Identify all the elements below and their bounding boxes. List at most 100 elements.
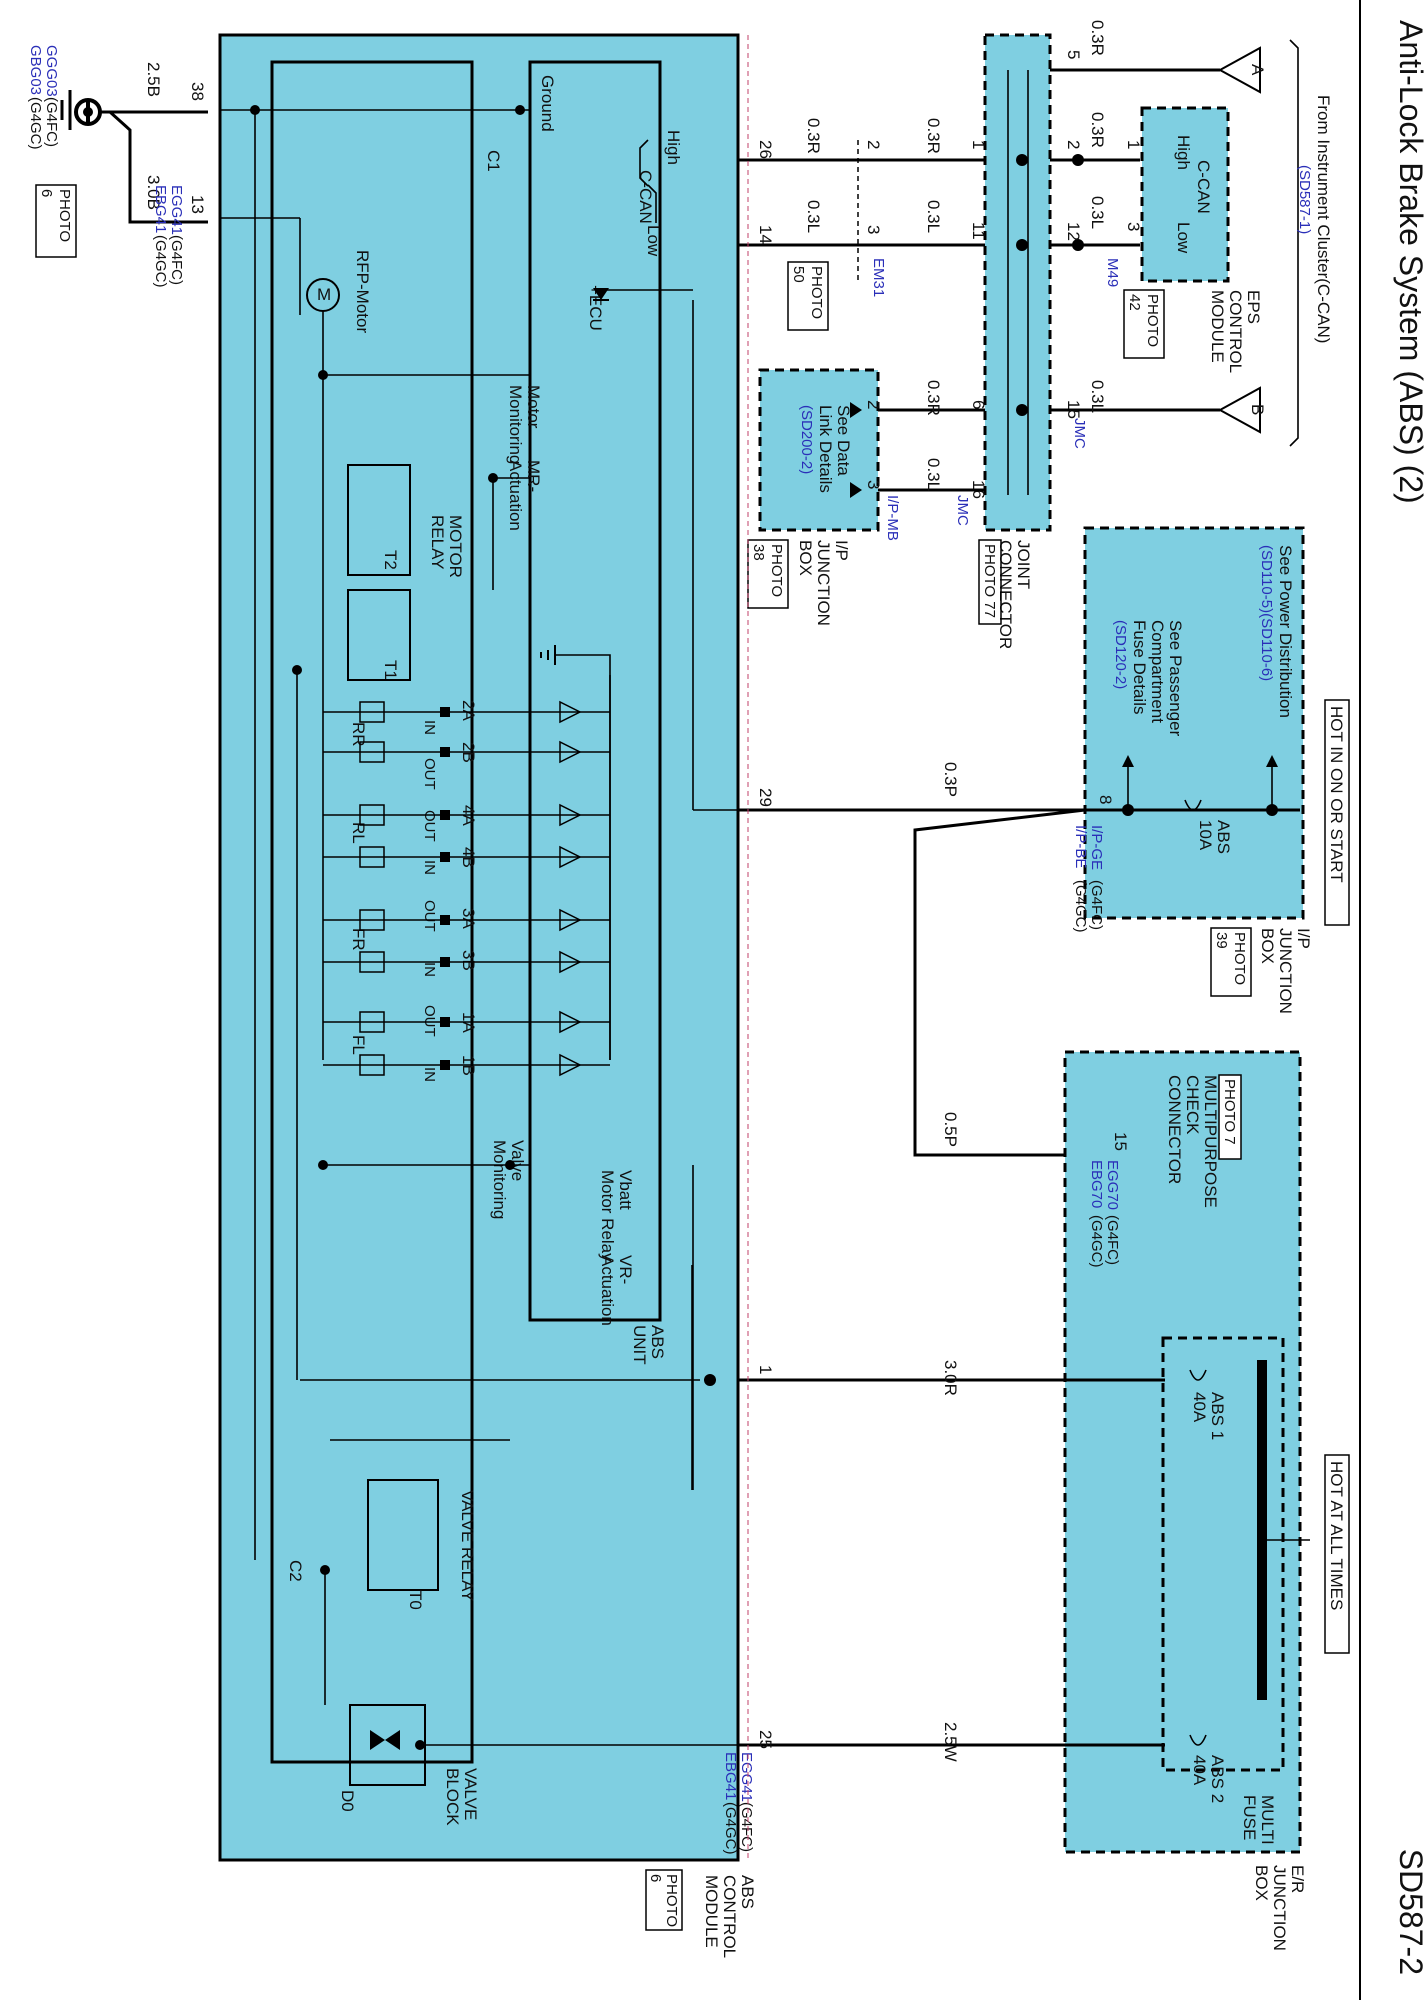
egg41-top-var: (G4FC) bbox=[168, 235, 185, 285]
ebg41-top[interactable]: EBG41 bbox=[152, 185, 169, 233]
ggg03[interactable]: GGG03 bbox=[43, 45, 60, 97]
ebg70-link[interactable]: EBG70 bbox=[1088, 1160, 1105, 1208]
ebg41-bottom-var: (G4GC) bbox=[722, 1802, 739, 1855]
wire-30b bbox=[108, 110, 208, 224]
eps-photo: PHOTO bbox=[1144, 294, 1161, 347]
ipbox-photo: PHOTO bbox=[1231, 932, 1248, 985]
fuse-abs10: ABS bbox=[1214, 820, 1233, 854]
wheel-rl: RL bbox=[349, 822, 368, 844]
w-03p-label: 0.3P bbox=[941, 762, 960, 797]
junction-dot bbox=[292, 665, 302, 675]
vr-act-1: VR- bbox=[616, 1255, 635, 1284]
jmc-link-1[interactable]: JMC bbox=[1071, 418, 1088, 449]
pass-fuse-3: Fuse Details bbox=[1130, 620, 1149, 714]
pin-14: 14 bbox=[756, 225, 775, 244]
offpage-b: B bbox=[1248, 404, 1267, 415]
dl-pin-2: 2 bbox=[864, 400, 883, 409]
mpc-l3: CONNECTOR bbox=[1165, 1075, 1184, 1184]
valve-mon-1: Valve bbox=[508, 1140, 527, 1181]
abs-unit-inner bbox=[528, 60, 662, 1322]
ipbe-link[interactable]: I/P-BE bbox=[1072, 825, 1089, 868]
dl-photo-box bbox=[747, 539, 789, 609]
valve-pin-block bbox=[440, 1017, 450, 1027]
ground-eyelet-center bbox=[83, 107, 93, 117]
ebg41-bottom[interactable]: EBG41 bbox=[722, 1752, 739, 1800]
offpage-b-icon[interactable] bbox=[1217, 386, 1261, 434]
abs-module-photo-num: 6 bbox=[647, 1874, 664, 1882]
data-link-2: Link Details bbox=[816, 405, 835, 493]
fl-in: IN bbox=[421, 1067, 438, 1082]
jc-pin-1: 1 bbox=[969, 140, 988, 149]
ipbox1-l1: I/P bbox=[832, 540, 851, 561]
valve-mon-2: Monitoring bbox=[490, 1140, 509, 1219]
wheel-fl: FL bbox=[349, 1035, 368, 1055]
rl-out: OUT bbox=[421, 810, 438, 842]
valve-relay-t0-box bbox=[367, 1479, 439, 1591]
t1-label: T1 bbox=[381, 660, 400, 680]
ipmb-link[interactable]: I/P-MB bbox=[884, 495, 901, 541]
egg41-top[interactable]: EGG41 bbox=[168, 185, 185, 235]
jc-pin-6: 6 bbox=[969, 400, 988, 409]
w-03r-a: 0.3R bbox=[1088, 20, 1107, 56]
multi-fuse-1: MULTI bbox=[1258, 1795, 1277, 1845]
junction-dot bbox=[318, 370, 328, 380]
pin-29: 29 bbox=[756, 788, 775, 807]
from-cluster: From Instrument Cluster(C-CAN) bbox=[1314, 95, 1333, 343]
data-link-ref[interactable]: (SD200-2) bbox=[798, 405, 815, 474]
joint-photo: PHOTO 77 bbox=[981, 544, 998, 618]
ground-terminal bbox=[60, 90, 102, 130]
ground-photo-num: 6 bbox=[38, 189, 55, 197]
ipbox1-l2: JUNCTION bbox=[814, 540, 833, 626]
mpc-l2: CHECK bbox=[1183, 1075, 1202, 1135]
er-box-2: JUNCTION bbox=[1270, 1865, 1289, 1951]
t2-label: T2 bbox=[381, 550, 400, 570]
w-05p-label: 0.5P bbox=[941, 1112, 960, 1147]
title-vertical: Anti-Lock Brake System (ABS) (2) bbox=[1393, 20, 1428, 504]
m49-link[interactable]: M49 bbox=[1104, 258, 1121, 287]
ipbox2-l1: I/P bbox=[1294, 928, 1313, 949]
wheel-fr: FR bbox=[349, 928, 368, 951]
eps-high: High bbox=[1174, 135, 1193, 170]
offpage-a-icon[interactable] bbox=[1217, 46, 1261, 94]
ipbox2-l3: BOX bbox=[1258, 928, 1277, 964]
rr-out: OUT bbox=[421, 758, 438, 790]
jmc-link-2[interactable]: JMC bbox=[954, 495, 971, 526]
c1-label: C1 bbox=[484, 150, 503, 172]
eps-label-3: MODULE bbox=[1208, 290, 1227, 363]
pin-26: 26 bbox=[756, 140, 775, 159]
fr-in: IN bbox=[421, 962, 438, 977]
fuse-abs2-rating: 40A bbox=[1190, 1755, 1209, 1786]
w-03r-1: 0.3R bbox=[804, 118, 823, 154]
egg70-link[interactable]: EGG70 bbox=[1104, 1160, 1121, 1210]
ggg03-var: (G4FC) bbox=[43, 97, 60, 147]
internal-wiring bbox=[220, 109, 738, 1746]
fuse-abs2-icon bbox=[1189, 1734, 1207, 1746]
fl-out: OUT bbox=[421, 1005, 438, 1037]
ecu-diode-icon bbox=[593, 288, 609, 300]
offpage-a: A bbox=[1248, 64, 1267, 76]
power-ref-links[interactable]: (SD110-5)(SD110-6) bbox=[1258, 545, 1275, 681]
motor-relay-t1-box bbox=[347, 589, 411, 681]
valve-block-inner bbox=[270, 60, 474, 1764]
pin-13: 13 bbox=[188, 195, 207, 214]
w-25w-label: 2.5W bbox=[941, 1722, 960, 1762]
joint-connector-box bbox=[983, 33, 1052, 532]
valve-pin-block bbox=[440, 957, 450, 967]
jc-pin-12: 12 bbox=[1064, 222, 1083, 241]
from-cluster-ref[interactable]: (SD587-1) bbox=[1296, 165, 1313, 234]
gbg03[interactable]: GBG03 bbox=[27, 45, 44, 95]
t0-label: T0 bbox=[406, 1590, 425, 1610]
em31-link[interactable]: EM31 bbox=[870, 258, 887, 297]
pass-fuse-2: Compartment bbox=[1148, 620, 1167, 723]
eps-label-2: CONTROL bbox=[1226, 290, 1245, 373]
w-03l-dl: 0.3L bbox=[924, 458, 943, 491]
jc-pin-11: 11 bbox=[969, 222, 988, 240]
w-03r-2: 0.3R bbox=[924, 118, 943, 154]
egg41-bottom[interactable]: EGG41 bbox=[738, 1752, 755, 1802]
abs-module-l2: CONTROL bbox=[720, 1875, 739, 1958]
ipge-link[interactable]: I/P-GE bbox=[1088, 825, 1105, 870]
eps-low: Low bbox=[1174, 222, 1193, 254]
pass-fuse-link[interactable]: (SD120-2) bbox=[1112, 620, 1129, 689]
wire-25b-label: 2.5B bbox=[144, 62, 163, 97]
